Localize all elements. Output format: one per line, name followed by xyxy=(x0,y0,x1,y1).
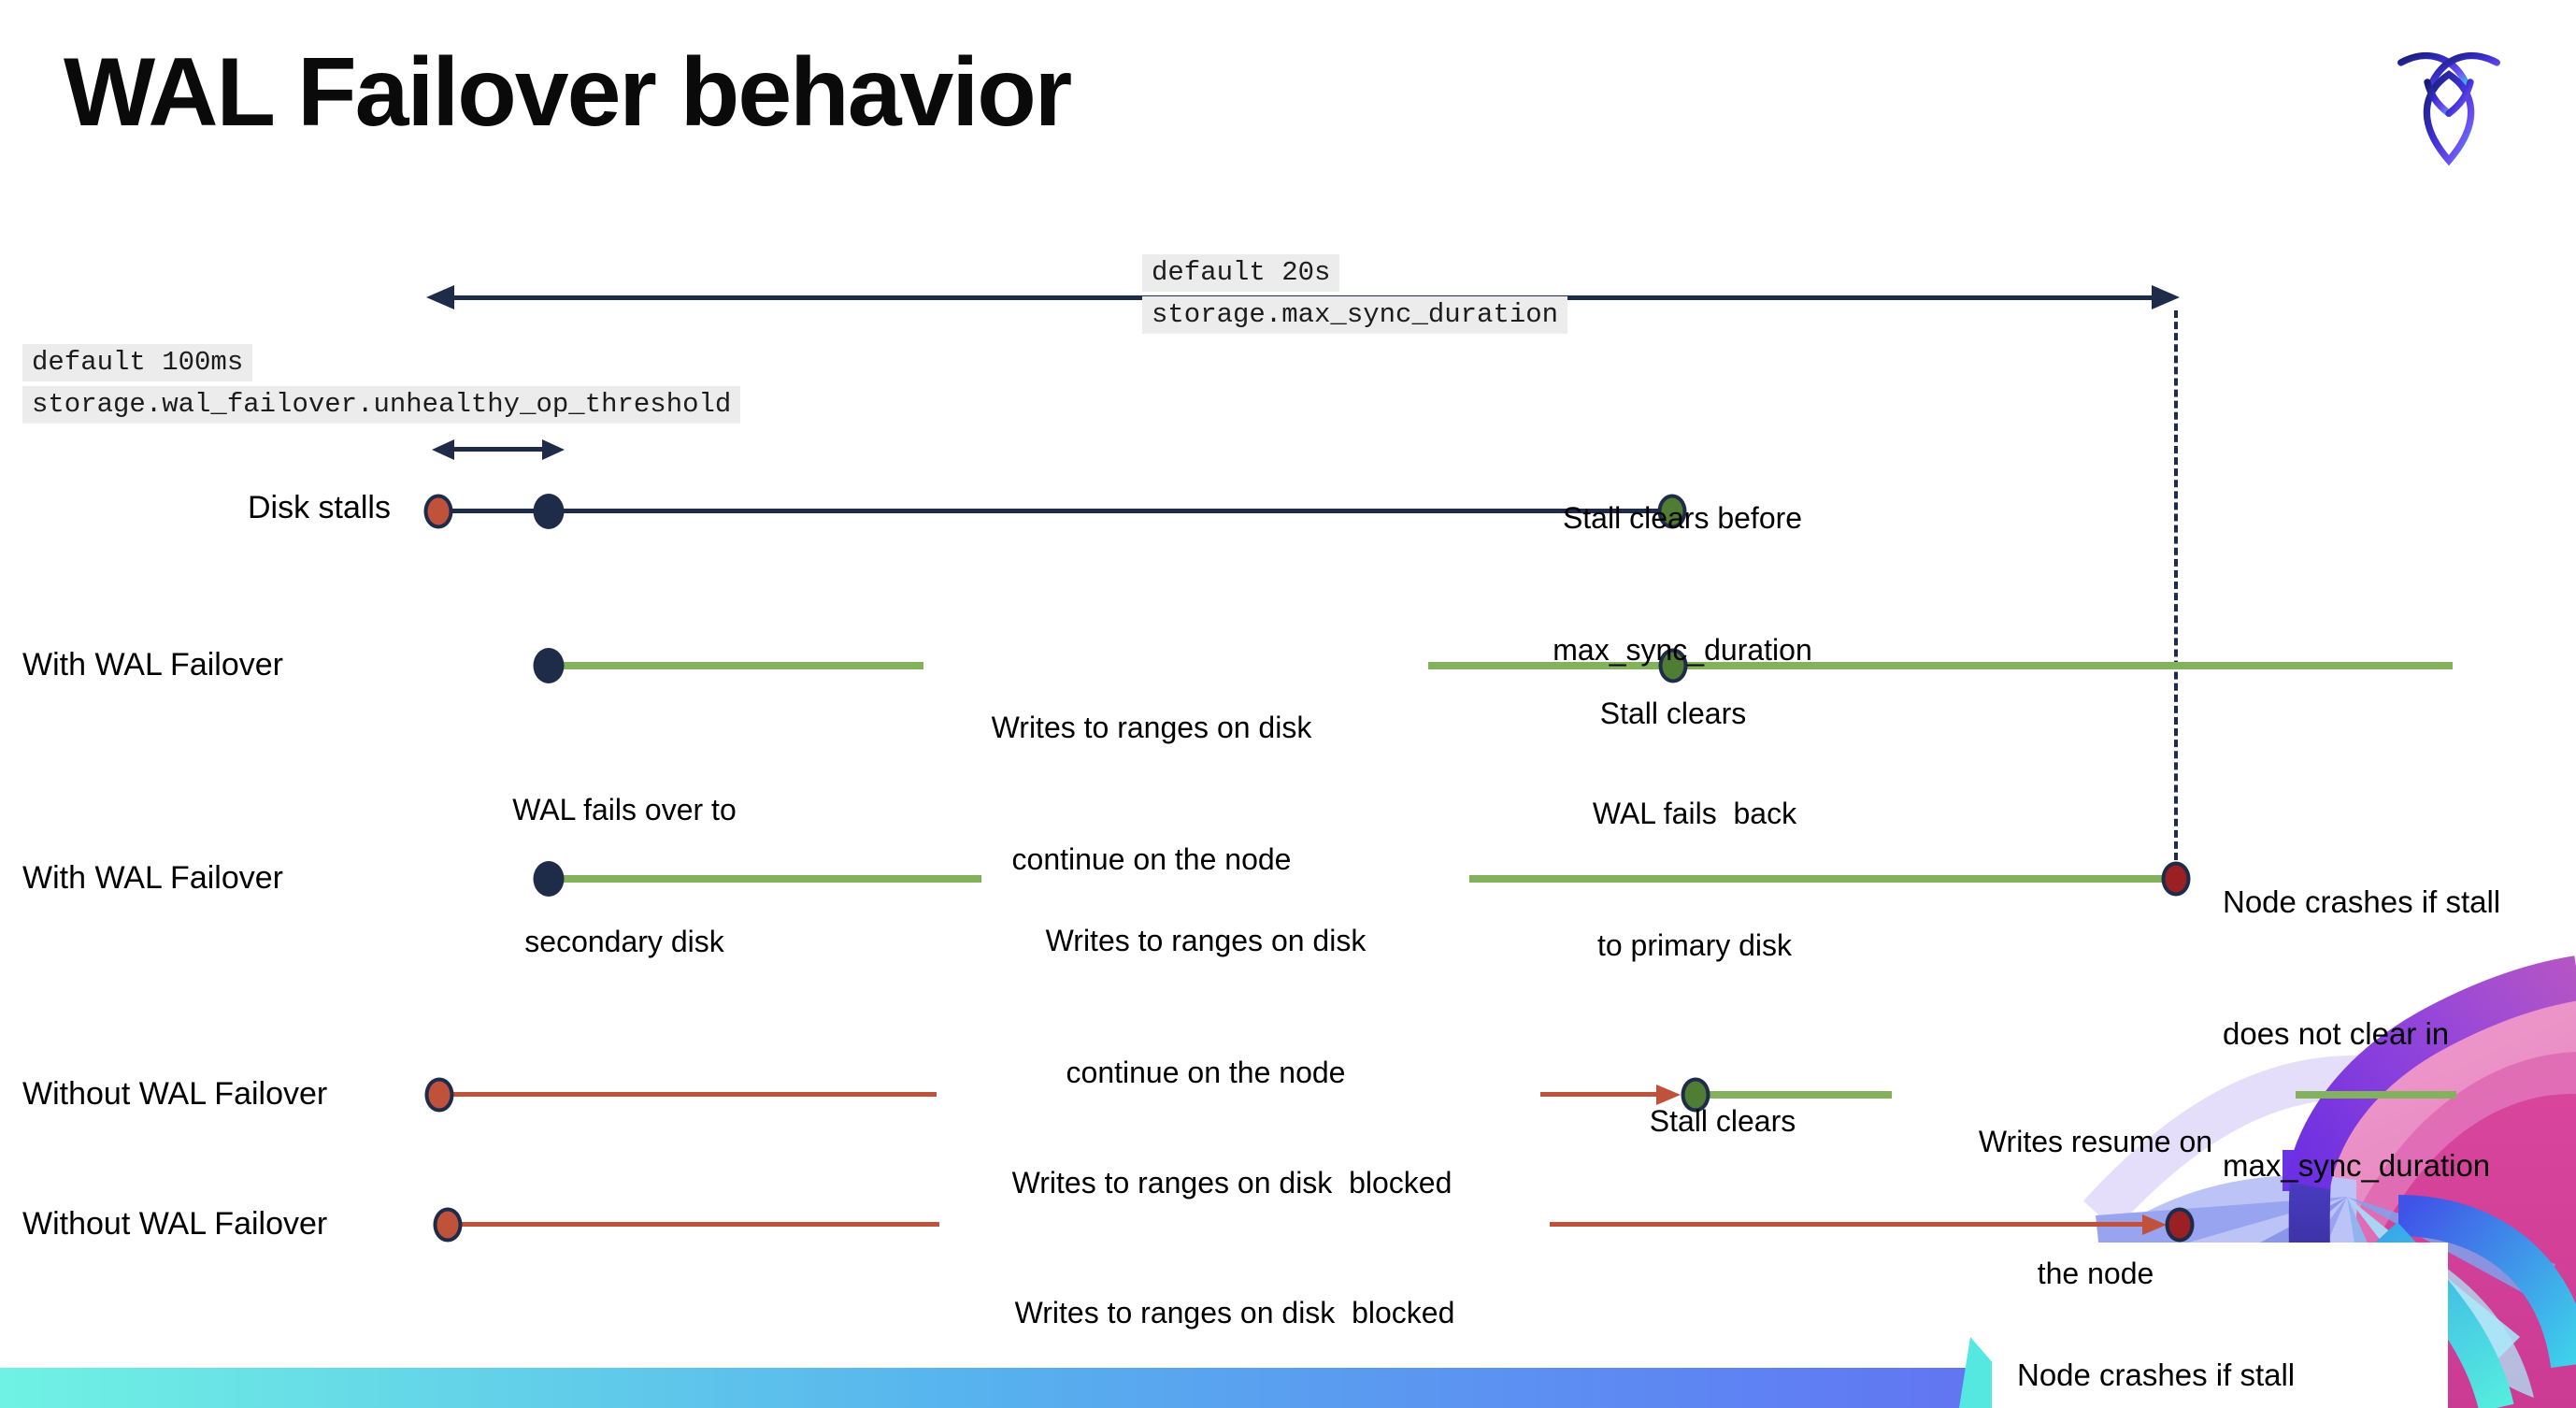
stall-start-dot xyxy=(423,494,453,529)
max-sync-default-value: default 20s xyxy=(1142,254,1340,292)
threshold-arrow-right-head xyxy=(542,439,565,460)
antenna-right xyxy=(2428,51,2500,86)
writes-continue-note-2: Writes to ranges on disk continue on the… xyxy=(1045,924,1367,1089)
stall-clear-dot-row2 xyxy=(1658,648,1688,683)
writes-continue-note-1: Writes to ranges on disk continue on the… xyxy=(991,711,1312,876)
cockroachdb-logo-icon xyxy=(2397,51,2500,166)
writes-resume-line-a xyxy=(1709,1091,1892,1099)
row-label-without-wal-failover-2: Without WAL Failover xyxy=(22,1206,328,1242)
pale-arc xyxy=(2082,1055,2362,1230)
blocked-arrow-head-row5 xyxy=(2142,1214,2167,1235)
writes-blocked-line-row5-b xyxy=(1550,1222,2142,1227)
unhealthy-op-setting-name: storage.wal_failover.unhealthy_op_thresh… xyxy=(22,385,741,424)
teal-rib-outer xyxy=(2397,1195,2576,1369)
writes-blocked-line-row4-a xyxy=(451,1092,937,1097)
body-right-vein xyxy=(2445,79,2474,118)
node-crashes-note-row3: Node crashes if stall does not clear in … xyxy=(2223,884,2501,1183)
writes-blocked-note-1: Writes to ranges on disk blocked xyxy=(1011,1166,1453,1200)
wal-fails-over-note: WAL fails over to secondary disk xyxy=(512,793,737,958)
row-label-with-wal-failover-1: With WAL Failover xyxy=(22,647,283,682)
writes-blocked-note-2: Writes to ranges on disk blocked xyxy=(1014,1296,1455,1329)
writes-continue-line-row3-b xyxy=(1469,875,2175,883)
max-sync-deadline-dashed-line xyxy=(2174,310,2178,860)
threshold-arrow-left-head xyxy=(432,439,454,460)
unhealthy-op-threshold-label: default 100ms storage.wal_failover.unhea… xyxy=(22,344,741,424)
node-crashes-note-row5: Node crashes if stall does not clear in … xyxy=(2017,1358,2296,1392)
writes-blocked-line-row5-a xyxy=(459,1222,939,1227)
wal-fails-back-note: WAL fails back to primary disk xyxy=(1592,797,1797,962)
row-label-with-wal-failover-2: With WAL Failover xyxy=(22,860,283,896)
disk-stall-timeline xyxy=(438,509,1672,513)
blocked-arrow-head-row4 xyxy=(1656,1085,1681,1105)
failover-dot-row3 xyxy=(533,861,565,897)
stall-clears-before-note: Stall clears before max_sync_duration xyxy=(1553,501,1812,667)
purple-arch xyxy=(2285,955,2576,1190)
row-label-disk-stalls: Disk stalls xyxy=(247,490,391,525)
writes-resume-note: Writes resume on the node xyxy=(1978,1125,2213,1290)
antenna-left xyxy=(2397,51,2469,86)
stall-clear-dot-row4 xyxy=(1681,1077,1710,1113)
stall-start-dot-row4 xyxy=(424,1077,454,1113)
max-sync-arrow-right-head xyxy=(2152,285,2180,309)
body-left-vein xyxy=(2424,79,2453,118)
row-label-without-wal-failover-1: Without WAL Failover xyxy=(22,1076,328,1112)
stall-start-dot-row5 xyxy=(433,1207,463,1243)
node-crash-dot-row5 xyxy=(2165,1207,2195,1243)
writes-continue-line-row3-a xyxy=(559,875,981,883)
max-sync-setting-name: storage.max_sync_duration xyxy=(1142,295,1568,334)
node-crash-dot-row3 xyxy=(2161,861,2191,897)
unhealthy-op-default-value: default 100ms xyxy=(22,344,253,381)
stall-clears-note-row2: Stall clears xyxy=(1599,697,1747,730)
writes-continue-line-a xyxy=(559,662,923,669)
threshold-arrow-shaft xyxy=(451,447,544,452)
max-sync-duration-label: default 20s storage.max_sync_duration xyxy=(1142,254,1568,334)
threshold-dot xyxy=(533,494,565,529)
page-title: WAL Failover behavior xyxy=(64,38,1072,147)
writes-blocked-line-row4-b xyxy=(1540,1092,1658,1097)
stall-clear-dot xyxy=(1657,494,1687,529)
node-crashes-callout-box xyxy=(1992,1243,2448,1408)
failover-dot xyxy=(533,648,565,683)
writes-resume-line-b xyxy=(2296,1091,2456,1099)
stall-clears-note-row4: Stall clears xyxy=(1649,1104,1796,1138)
writes-continue-line-b xyxy=(1428,662,2453,669)
